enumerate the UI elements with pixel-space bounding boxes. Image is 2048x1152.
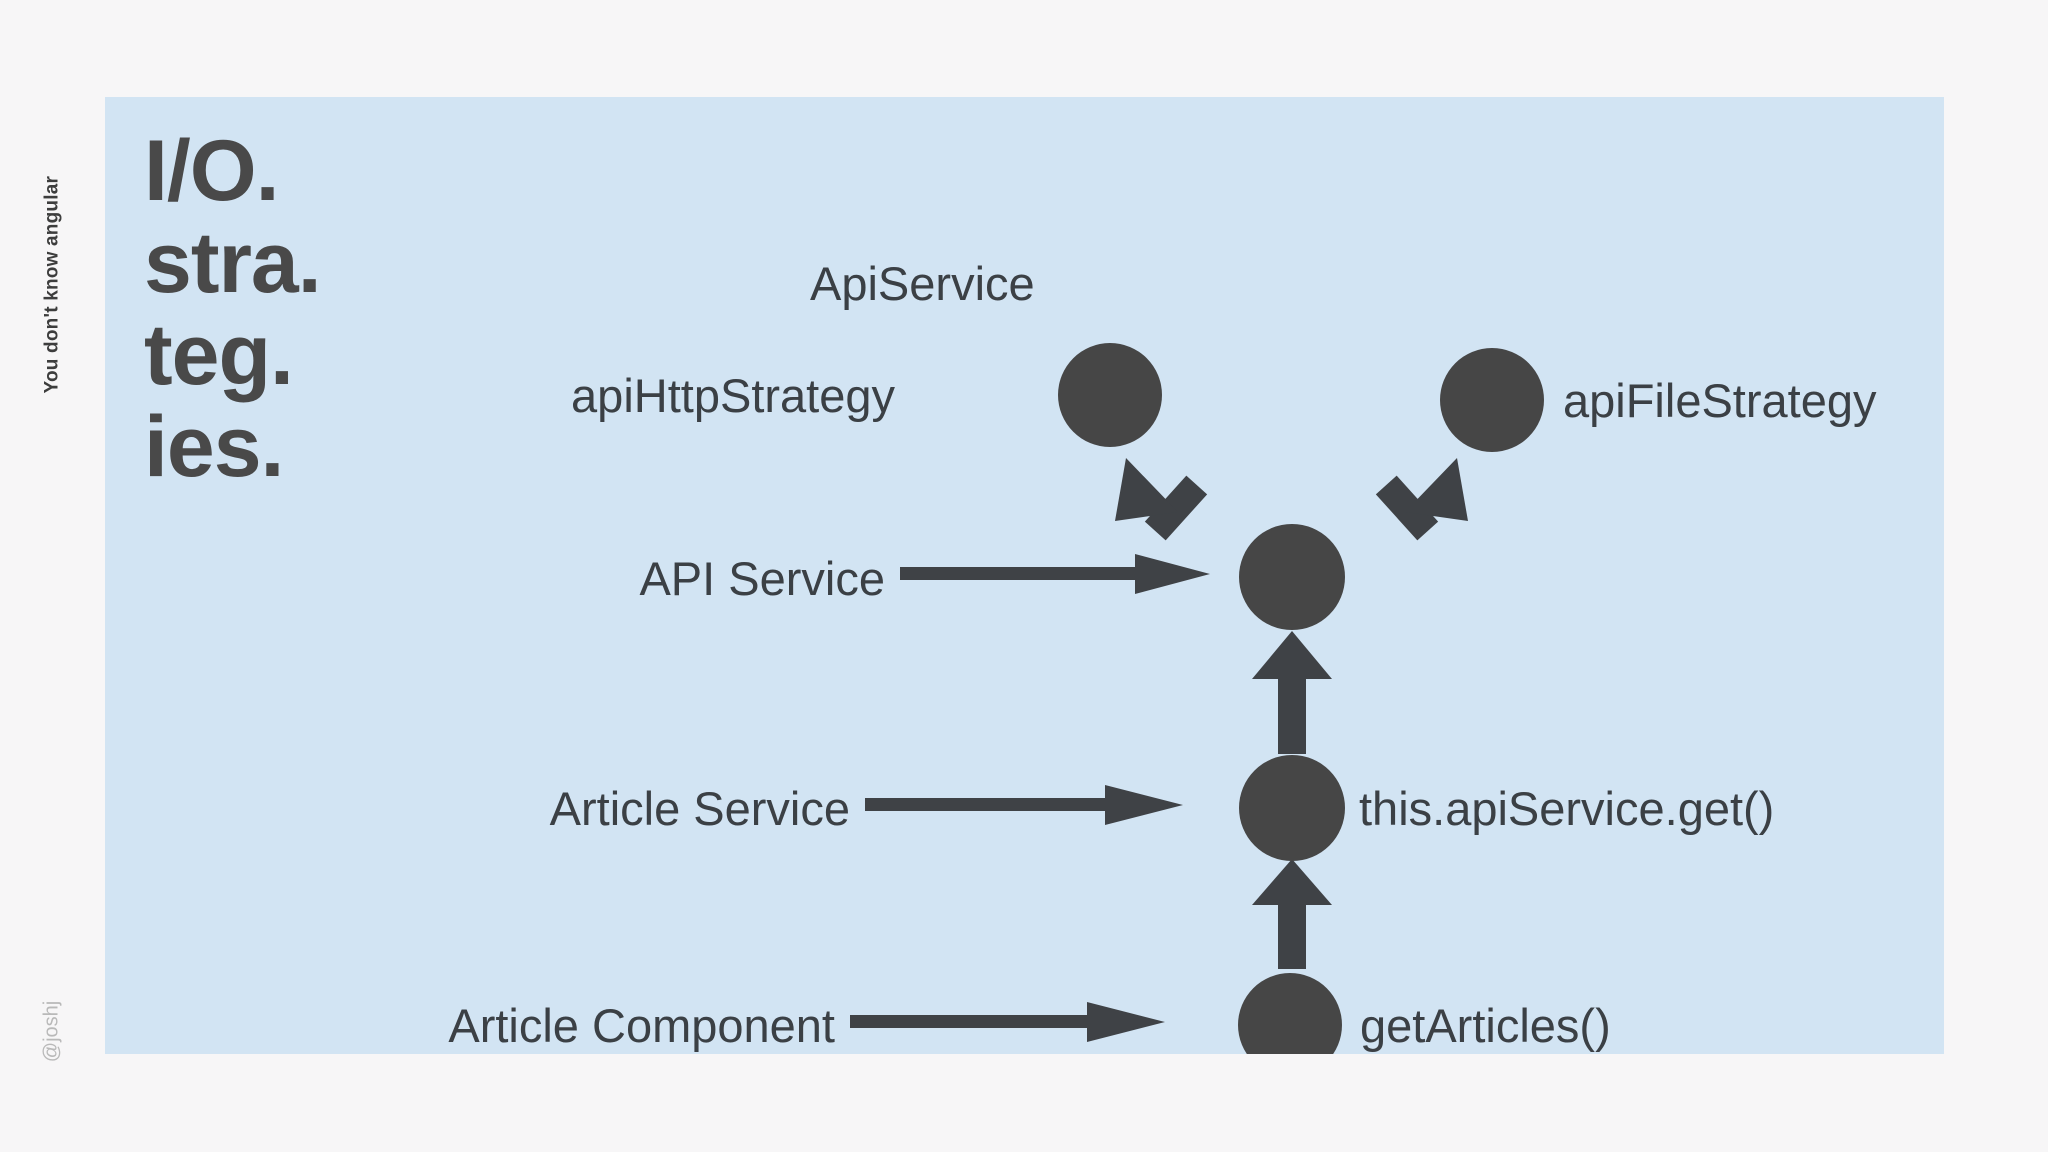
arrow-api-service-to-api-http-strategy (1115, 458, 1208, 541)
diagram-canvas (850, 343, 1544, 1054)
arrow-article-component-to-node (850, 1002, 1165, 1042)
arrow-article-service-to-node (865, 785, 1183, 825)
node-api-http-strategy[interactable] (1058, 343, 1162, 447)
arrow-api-service-to-node (900, 554, 1210, 594)
left-rail: You don't know angular @joshj (0, 0, 105, 1152)
headline-line-4: ies. (144, 399, 284, 495)
annotation-article-component: getArticles() (1360, 999, 1611, 1052)
annotation-article-service: this.apiService.get() (1359, 782, 1775, 835)
page-title: I/O. stra. teg. ies. (144, 125, 444, 493)
node-article-component[interactable] (1238, 973, 1342, 1054)
headline-line-1: I/O. (144, 123, 280, 219)
label-api-file-strategy: apiFileStrategy (1563, 374, 1877, 427)
node-api-service[interactable] (1239, 524, 1345, 630)
arrow-article-component-to-article-service (1252, 859, 1332, 969)
deck-series-label: You don't know angular (41, 175, 63, 394)
label-article-service: Article Service (549, 782, 850, 835)
label-api-http-strategy: apiHttpStrategy (571, 369, 895, 422)
node-article-service[interactable] (1239, 755, 1345, 861)
author-handle: @joshj (40, 1000, 63, 1063)
node-api-file-strategy[interactable] (1440, 348, 1544, 452)
diagram-title: ApiService (810, 257, 1035, 310)
headline-line-3: teg. (144, 307, 294, 403)
flow-diagram: ApiService apiHttpStrategy apiFileStrate… (105, 97, 1944, 1054)
label-article-component: Article Component (448, 999, 835, 1052)
arrow-article-service-to-api-service (1252, 631, 1332, 754)
headline-line-2: stra. (144, 215, 322, 311)
arrow-api-service-to-api-file-strategy (1375, 458, 1468, 541)
slide-panel: I/O. stra. teg. ies. (105, 97, 1944, 1054)
label-api-service: API Service (639, 552, 885, 605)
